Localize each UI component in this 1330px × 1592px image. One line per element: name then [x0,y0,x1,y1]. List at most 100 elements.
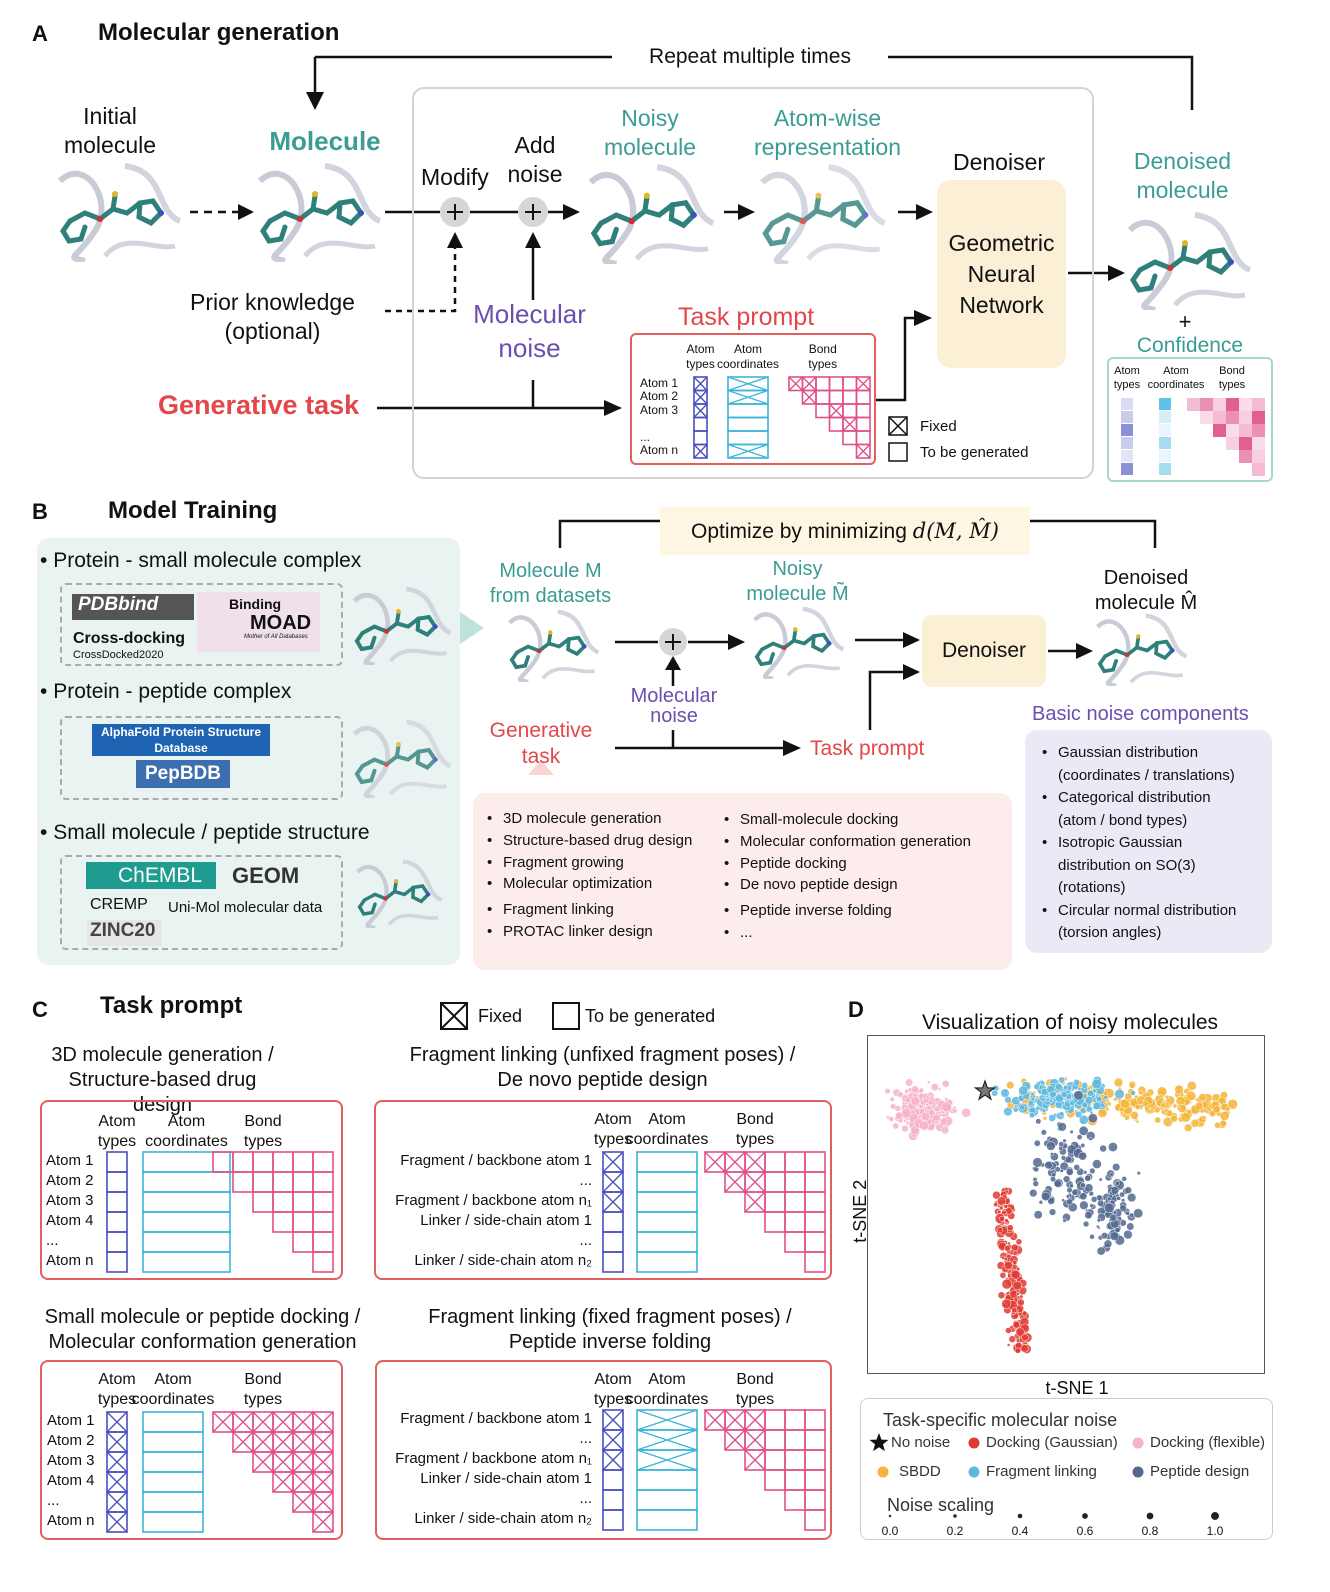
scatter-point [1050,1152,1054,1156]
scatter-point [1087,1113,1098,1124]
scatter-point [1113,1077,1124,1088]
confidence-coord-cell [1159,450,1171,462]
scatter-point [1073,1078,1080,1086]
column-header: Atom types [593,1371,633,1408]
scatter-point [1135,1119,1140,1124]
molecule-from-datasets-label: Molecule M from datasets [489,560,612,607]
plot-area [867,1035,1265,1374]
prompt-title-2: Fragment linking (unfixed fragment poses… [380,1043,825,1093]
scatter-point [1096,1218,1101,1223]
scatter-point [941,1101,952,1113]
scatter-point [1073,1164,1081,1171]
modify-label: Modify [421,164,489,190]
alphafold-logo: AlphaFold Protein Structure Database [92,724,270,756]
scatter-point [1099,1144,1107,1153]
panel-a-label: A [32,21,48,46]
plot-title: Visualization of noisy molecules [921,1011,1219,1034]
scatter-point [1018,1085,1029,1096]
confidence-type-cell [1121,424,1133,436]
scatter-point [1032,1157,1043,1168]
dataset-group-label: Small molecule / peptide structure [53,821,370,844]
list-item: Peptide docking [722,853,971,875]
list-item: Fragment linking [485,899,692,921]
scatter-point [889,1096,895,1102]
row-label: Atom n [640,443,679,458]
gnn-label: Geometric Neural Network [948,230,1055,319]
scatter-point [1138,1090,1144,1096]
scatter-point [1012,1106,1019,1113]
scatter-point [1089,1234,1095,1240]
scatter-point [1020,1344,1029,1353]
noisy-molecule-image [745,605,853,679]
row-label: Atom 3 [47,1452,95,1470]
scatter-point [1113,1096,1118,1102]
scatter-point [925,1109,930,1114]
dataset-group-label: Protein - small molecule complex [53,549,362,572]
noise-scale-tick: 1.0 [1206,1524,1224,1538]
scatter-point [1030,1091,1035,1097]
scatter-point [1040,1129,1047,1136]
confidence-bond-cell [1213,398,1226,411]
scatter-point [1015,1327,1025,1337]
noise-scale-dot [1017,1513,1023,1519]
task-prompt-tables [106,1151,826,1533]
scatter-point [1090,1196,1098,1203]
scatter-point [1029,1188,1038,1198]
atomwise-label: Atom-wise representation [753,105,902,160]
scatter-point [952,1108,958,1114]
column-header: Atom types [593,1111,633,1148]
bond-cell [804,1251,826,1273]
scatter-point [1119,1204,1127,1213]
noise-scale-dot [953,1514,957,1518]
dataset-group-title: • Small molecule / peptide structure [40,821,370,844]
confidence-coord-cell [1159,424,1171,436]
scatter-point [1095,1096,1103,1103]
scatter-point [1107,1101,1112,1106]
scatter-point [1127,1192,1137,1203]
scatter-point [1127,1098,1132,1103]
scatter-point [1062,1175,1071,1183]
noise-scaling-title: Noise scaling [887,1495,995,1515]
scatter-point [1057,1122,1067,1132]
scatter-point [1041,1108,1047,1113]
scatter-point [1103,1094,1109,1100]
row-label: ... [47,1492,60,1510]
confidence-bond-cell [1239,437,1252,450]
scatter-point [1080,1182,1086,1188]
crossdocking-logo: Cross-docking [73,630,186,647]
scatter-point [1134,1103,1141,1110]
scatter-point [1160,1102,1167,1109]
bond-cell [312,1251,334,1273]
scatter-point [892,1122,900,1130]
noise-scale-tick: 0.6 [1076,1524,1094,1538]
bond-cell [855,443,871,459]
scatter-point [999,1215,1005,1222]
column-header: Atom coordinates [145,1113,228,1150]
molecular-noise-label: Molecular noise [630,685,718,727]
scatter-point [1017,1298,1025,1307]
dataset-logos-box [60,855,343,950]
column-header: Atom coordinates [716,342,780,371]
atom-type-cell [602,1509,624,1531]
confidence-bond-cell [1252,450,1265,463]
scatter-point [941,1080,950,1088]
scatter-point [1164,1095,1170,1100]
scatter-point [1142,1100,1149,1107]
scatter-point [1063,1084,1069,1091]
scatter-point [1001,1278,1013,1290]
row-label: Atom n [46,1252,94,1270]
scatter-point [1032,1180,1039,1187]
scatter-point [1212,1105,1221,1114]
scatter-point [1071,1188,1079,1196]
list-item: Small-molecule docking [722,809,971,831]
list-item: Isotropic Gaussian distribution on SO(3)… [1040,832,1236,900]
scatter-point [1116,1196,1121,1201]
row-label: Fragment / backbone atom 1 [400,1152,592,1170]
scatter-point [1066,1168,1074,1176]
list-item: Circular normal distribution (torsion an… [1040,900,1236,945]
pdbbind-logo: PDBbind [72,594,194,620]
pepbdb-logo: PepBDB [136,760,230,788]
confidence-bond-cell [1226,398,1239,411]
datasets-arrow-icon [460,612,484,644]
scatter-point [1190,1119,1200,1128]
